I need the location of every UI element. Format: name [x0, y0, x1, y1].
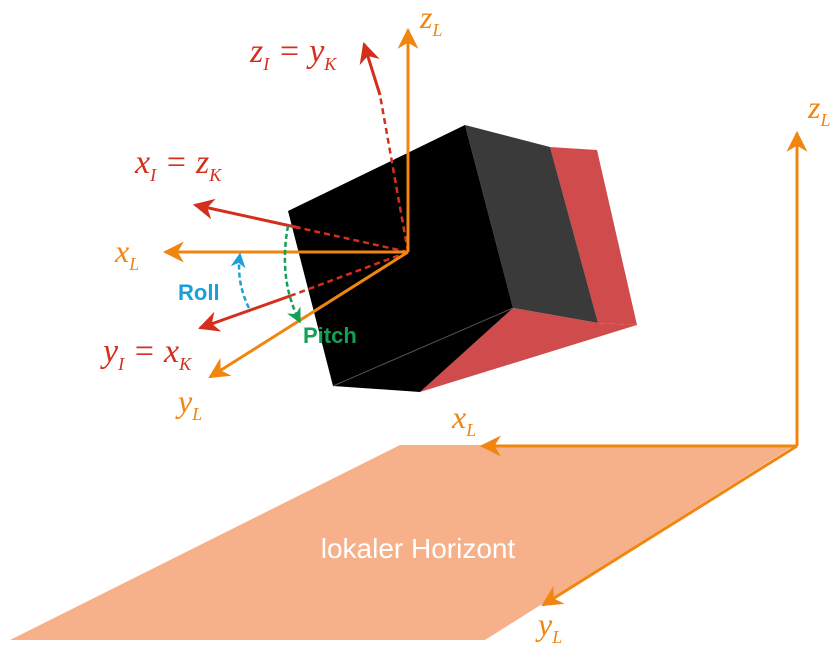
box-bottom-red	[420, 308, 637, 392]
yI-dashed	[289, 250, 409, 298]
box-edge	[332, 307, 514, 387]
xI-dashed	[299, 226, 409, 254]
label-xL-mid: xL	[451, 399, 476, 440]
xI-axis	[192, 198, 301, 230]
label-zL-top: zL	[419, 0, 442, 40]
zI-dashed	[378, 94, 410, 253]
local-horizon-plane	[10, 445, 795, 640]
zI-axis	[359, 41, 382, 96]
yL-axis-left	[208, 250, 409, 379]
box-side-red	[550, 147, 637, 325]
horizon-label: lokaler Horizont	[321, 533, 516, 564]
roll-arc	[230, 252, 251, 309]
label-yL-bottom: yL	[535, 606, 562, 646]
yI-axis	[198, 294, 291, 332]
box-side-gray	[465, 125, 598, 323]
label-yI-xK: yI = xK	[100, 333, 192, 374]
yL-axis-right	[541, 444, 798, 607]
pitch-arc	[283, 225, 302, 324]
label-zL-right: zL	[807, 89, 830, 130]
label-zI-yK: zI = yK	[249, 33, 337, 74]
label-xL-left: xL	[114, 233, 139, 274]
label-roll: Roll	[178, 280, 220, 305]
label-xI-zK: xI = zK	[134, 144, 222, 185]
label-pitch: Pitch	[303, 323, 357, 348]
label-yL-left: yL	[175, 383, 202, 424]
